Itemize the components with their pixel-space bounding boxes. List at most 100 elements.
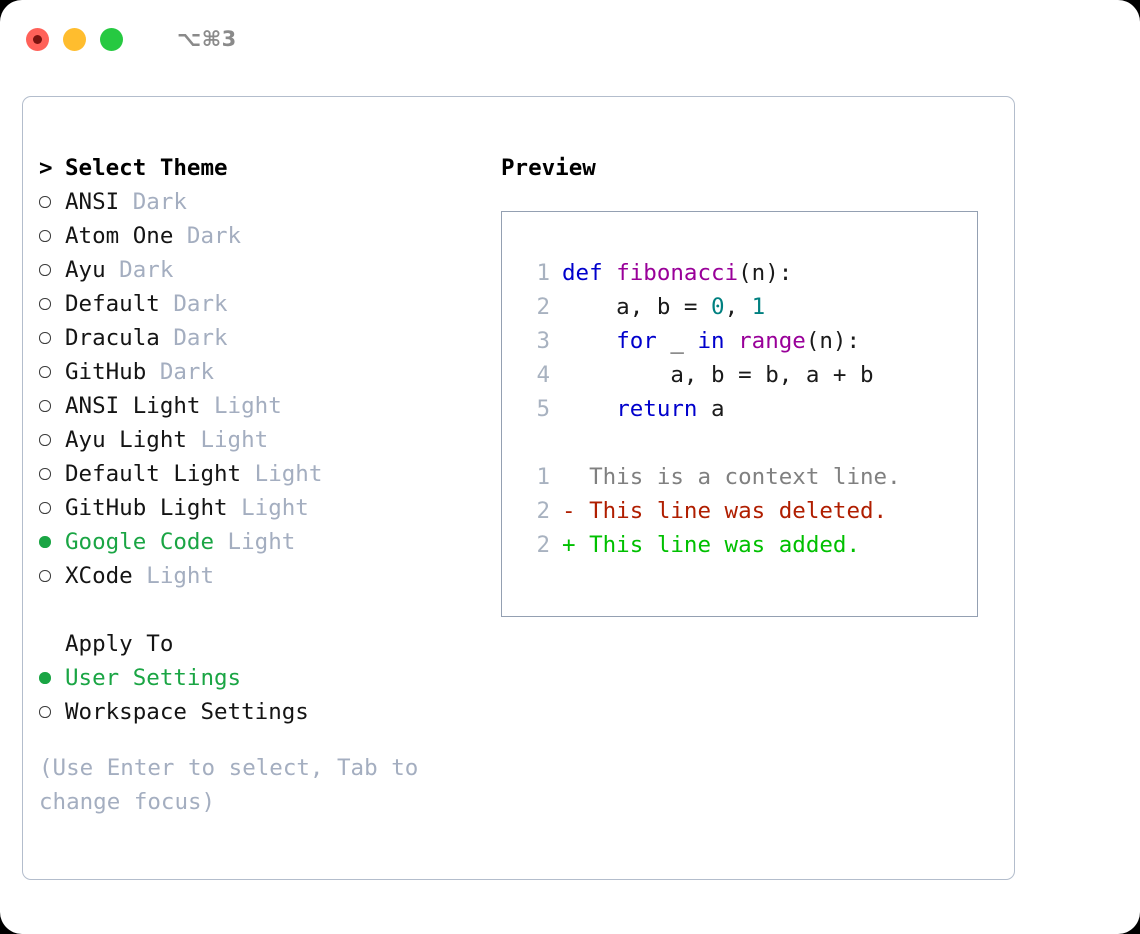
theme-list-item[interactable]: GitHub Light Light <box>39 491 499 525</box>
radio-unselected-icon <box>39 196 65 208</box>
theme-list-item[interactable]: Default Light Light <box>39 457 499 491</box>
code-token-plain: a <box>697 396 725 422</box>
theme-name-label: ANSI Light <box>65 393 201 419</box>
traffic-light-group <box>26 27 123 51</box>
line-number: 2 <box>536 498 550 524</box>
radio-bullet <box>39 672 51 684</box>
theme-list-item[interactable]: Atom One Dark <box>39 219 499 253</box>
radio-bullet <box>39 264 51 276</box>
code-token-fn: range <box>738 328 806 354</box>
theme-name-label: Default <box>65 291 160 317</box>
code-token-plain: a, b = <box>562 294 712 320</box>
theme-variant-badge: Dark <box>146 359 215 385</box>
line-number: 3 <box>536 328 550 354</box>
close-window-button[interactable] <box>26 27 49 51</box>
minimize-window-button[interactable] <box>63 27 86 51</box>
radio-unselected-icon <box>39 502 65 514</box>
diff-line: 2+ This line was added. <box>520 528 977 562</box>
list-spacer <box>39 593 499 627</box>
theme-list-item[interactable]: ANSI Light Light <box>39 389 499 423</box>
theme-name-label: XCode <box>65 563 133 589</box>
theme-variant-badge: Dark <box>173 223 242 249</box>
theme-name-label: Ayu <box>65 257 106 283</box>
apply-to-option[interactable]: User Settings <box>39 661 499 695</box>
code-token-kw: def <box>562 260 617 286</box>
code-line: 3 for _ in range(n): <box>520 324 977 358</box>
radio-unselected-icon <box>39 366 65 378</box>
theme-variant-badge: Light <box>241 461 323 487</box>
theme-name-label: Google Code <box>65 529 215 555</box>
theme-list-item[interactable]: Dracula Dark <box>39 321 499 355</box>
diff-text: This line was deleted. <box>575 498 888 524</box>
radio-bullet <box>39 536 51 548</box>
theme-variant-badge: Light <box>214 529 296 555</box>
code-token-kw: for <box>616 328 657 354</box>
radio-unselected-icon <box>39 400 65 412</box>
code-token-plain: (n): <box>805 328 861 354</box>
radio-unselected-icon <box>39 570 65 582</box>
code-token-fn: fibonacci <box>616 260 739 286</box>
theme-variant-badge: Light <box>186 427 269 453</box>
code-token-plain: , <box>724 294 752 320</box>
radio-unselected-icon <box>39 230 65 242</box>
radio-bullet <box>39 366 51 378</box>
code-token-plain <box>562 328 616 354</box>
code-line: 5 return a <box>520 392 977 426</box>
line-number: 1 <box>536 464 550 490</box>
theme-variant-badge: Light <box>227 495 309 521</box>
diff-sign <box>562 464 576 490</box>
radio-bullet <box>39 434 51 446</box>
theme-picker-title-row: > Select Theme <box>39 151 499 185</box>
radio-bullet <box>39 230 51 242</box>
theme-list-item[interactable]: Google Code Light <box>39 525 499 559</box>
radio-bullet <box>39 196 51 208</box>
theme-list-item[interactable]: GitHub Dark <box>39 355 499 389</box>
code-token-plain: a, b = b, a + b <box>562 362 874 388</box>
code-token-kw: in <box>697 328 725 354</box>
page-title: Select Theme <box>65 155 228 181</box>
keyboard-shortcut-label: ⌥⌘3 <box>177 27 237 51</box>
code-token-plain <box>562 396 616 422</box>
apply-to-option[interactable]: Workspace Settings <box>39 695 499 729</box>
title-bar: ⌥⌘3 <box>0 0 1140 78</box>
code-line: 4 a, b = b, a + b <box>520 358 977 392</box>
line-number: 1 <box>536 260 550 286</box>
diff-line: 1 This is a context line. <box>520 460 977 494</box>
radio-selected-icon <box>39 536 65 548</box>
theme-variant-badge: Dark <box>159 325 228 351</box>
radio-bullet <box>39 468 51 480</box>
theme-list-item[interactable]: ANSI Dark <box>39 185 499 219</box>
radio-bullet <box>39 400 51 412</box>
apply-to-heading: Apply To <box>65 631 174 657</box>
diff-sign: + <box>562 532 576 558</box>
theme-list-item[interactable]: Ayu Dark <box>39 253 499 287</box>
theme-list-item[interactable]: Ayu Light Light <box>39 423 499 457</box>
theme-list-item[interactable]: Default Dark <box>39 287 499 321</box>
radio-selected-icon <box>39 672 65 684</box>
radio-bullet <box>39 298 51 310</box>
radio-unselected-icon <box>39 298 65 310</box>
code-diff-gap <box>520 426 977 460</box>
theme-list-item[interactable]: XCode Light <box>39 559 499 593</box>
code-token-num: 1 <box>751 294 766 320</box>
theme-variant-badge: Dark <box>159 291 228 317</box>
line-number: 4 <box>536 362 550 388</box>
line-number: 2 <box>536 294 550 320</box>
code-token-kw: return <box>616 396 698 422</box>
diff-text: This is a context line. <box>575 464 901 490</box>
maximize-window-button[interactable] <box>100 27 123 51</box>
apply-to-label: Workspace Settings <box>65 699 309 725</box>
diff-text: This line was added. <box>575 532 861 558</box>
radio-bullet <box>39 502 51 514</box>
theme-name-label: Ayu Light <box>65 427 187 453</box>
prompt-marker-icon: > <box>39 155 53 181</box>
